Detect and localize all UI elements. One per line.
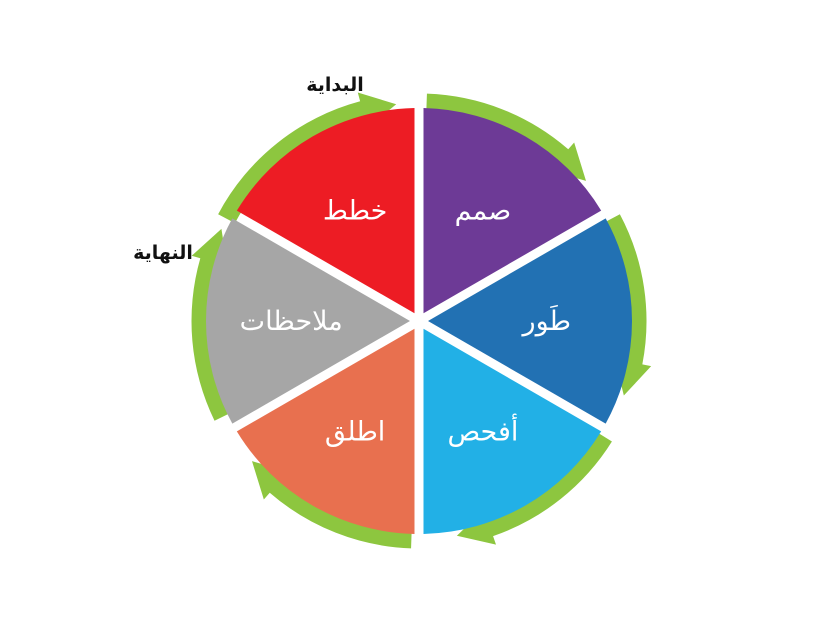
segment-test: [423, 328, 602, 534]
segment-label-feedback: ملاحظات: [240, 306, 343, 337]
segment-design: [423, 108, 602, 314]
arrow-plan: [218, 92, 397, 224]
segment-launch: [236, 328, 415, 534]
segment-develop: [428, 218, 632, 424]
segment-label-test: أفحص: [447, 413, 518, 448]
segment-label-plan: خطط: [323, 195, 387, 226]
segment-feedback: [206, 218, 410, 424]
end-label: النهاية: [133, 242, 193, 264]
segment-plan: [236, 108, 415, 314]
segment-label-develop: طَور: [521, 304, 571, 337]
segment-label-launch: اطلق: [325, 417, 385, 448]
cycle-segments: [206, 108, 632, 534]
segment-labels: خطط صمم طَور أفحص اطلق ملاحظات: [240, 195, 571, 447]
arrow-feedback: [191, 228, 232, 421]
segment-label-design: صمم: [455, 195, 512, 226]
start-label: البداية: [306, 74, 364, 96]
